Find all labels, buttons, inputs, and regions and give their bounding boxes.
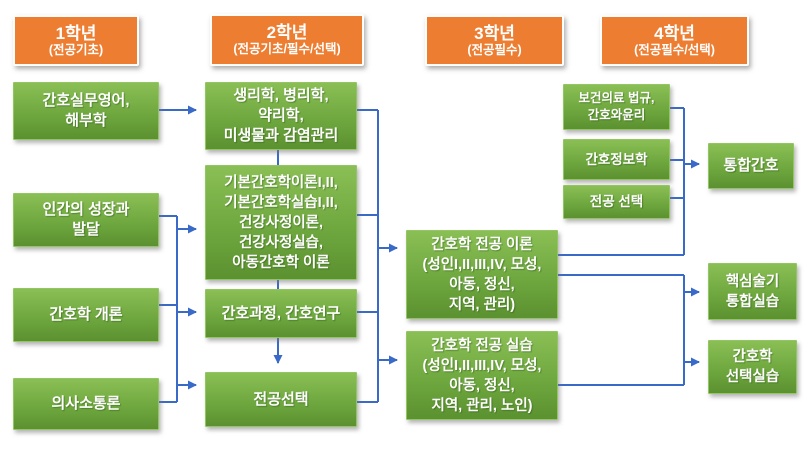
course-human-growth-development: 인간의 성장과 발달 [13, 193, 159, 247]
course-communication: 의사소통론 [13, 378, 159, 430]
header-year4-subtitle: (전공필수/선택) [634, 42, 715, 57]
course-health-law-ethics: 보건의료 법규, 간호와윤리 [563, 84, 670, 130]
header-year1-subtitle: (전공기초) [48, 42, 104, 57]
course-nursing-elective-practicum: 간호학 선택실습 [708, 340, 797, 394]
edge-col2-bus [355, 109, 379, 403]
course-core-skills-integrated-practicum: 핵심술기 통합실습 [708, 263, 797, 320]
header-year4-title: 4학년 [654, 23, 695, 43]
header-year1: 1학년 (전공기초) [13, 15, 139, 66]
course-integrated-nursing: 통합간호 [708, 143, 794, 189]
course-major-practice: 간호학 전공 실습 (성인I,II,III,IV, 모성, 아동, 정신, 지역… [406, 331, 558, 420]
course-major-theory: 간호학 전공 이론 (성인I,II,III,IV, 모성, 아동, 정신, 지역… [406, 230, 558, 319]
course-intro-to-nursing: 간호학 개론 [13, 288, 159, 342]
header-year2-title: 2학년 [266, 23, 308, 42]
header-year2: 2학년 (전공기초/필수/선택) [210, 14, 364, 66]
header-year3-subtitle: (전공필수) [467, 42, 522, 57]
course-major-elective-y2: 전공선택 [205, 372, 357, 427]
course-nursing-process-research: 간호과정, 간호연구 [205, 289, 357, 338]
course-nursing-informatics: 간호정보학 [563, 139, 670, 180]
edge-right-bus1 [556, 107, 685, 256]
header-year1-title: 1학년 [55, 23, 97, 43]
edge-left-bus [155, 215, 178, 403]
edge-right-bus2 [556, 274, 685, 386]
header-year3-title: 3학년 [474, 23, 515, 43]
header-year2-subtitle: (전공기초/필수/선택) [233, 42, 341, 56]
course-nursing-english-anatomy: 간호실무영어, 해부학 [13, 82, 159, 140]
header-year3: 3학년 (전공필수) [425, 15, 564, 66]
course-fundamental-nursing-health-assessment: 기본간호학이론I,II, 기본간호학실습I,II, 건강사정이론, 건강사정실습… [205, 165, 357, 280]
course-physiology-pathology-pharmacology: 생리학, 병리학, 약리학, 미생물과 감염관리 [205, 82, 357, 150]
course-major-elective-y4: 전공 선택 [563, 185, 670, 219]
header-year4: 4학년 (전공필수/선택) [600, 15, 749, 66]
